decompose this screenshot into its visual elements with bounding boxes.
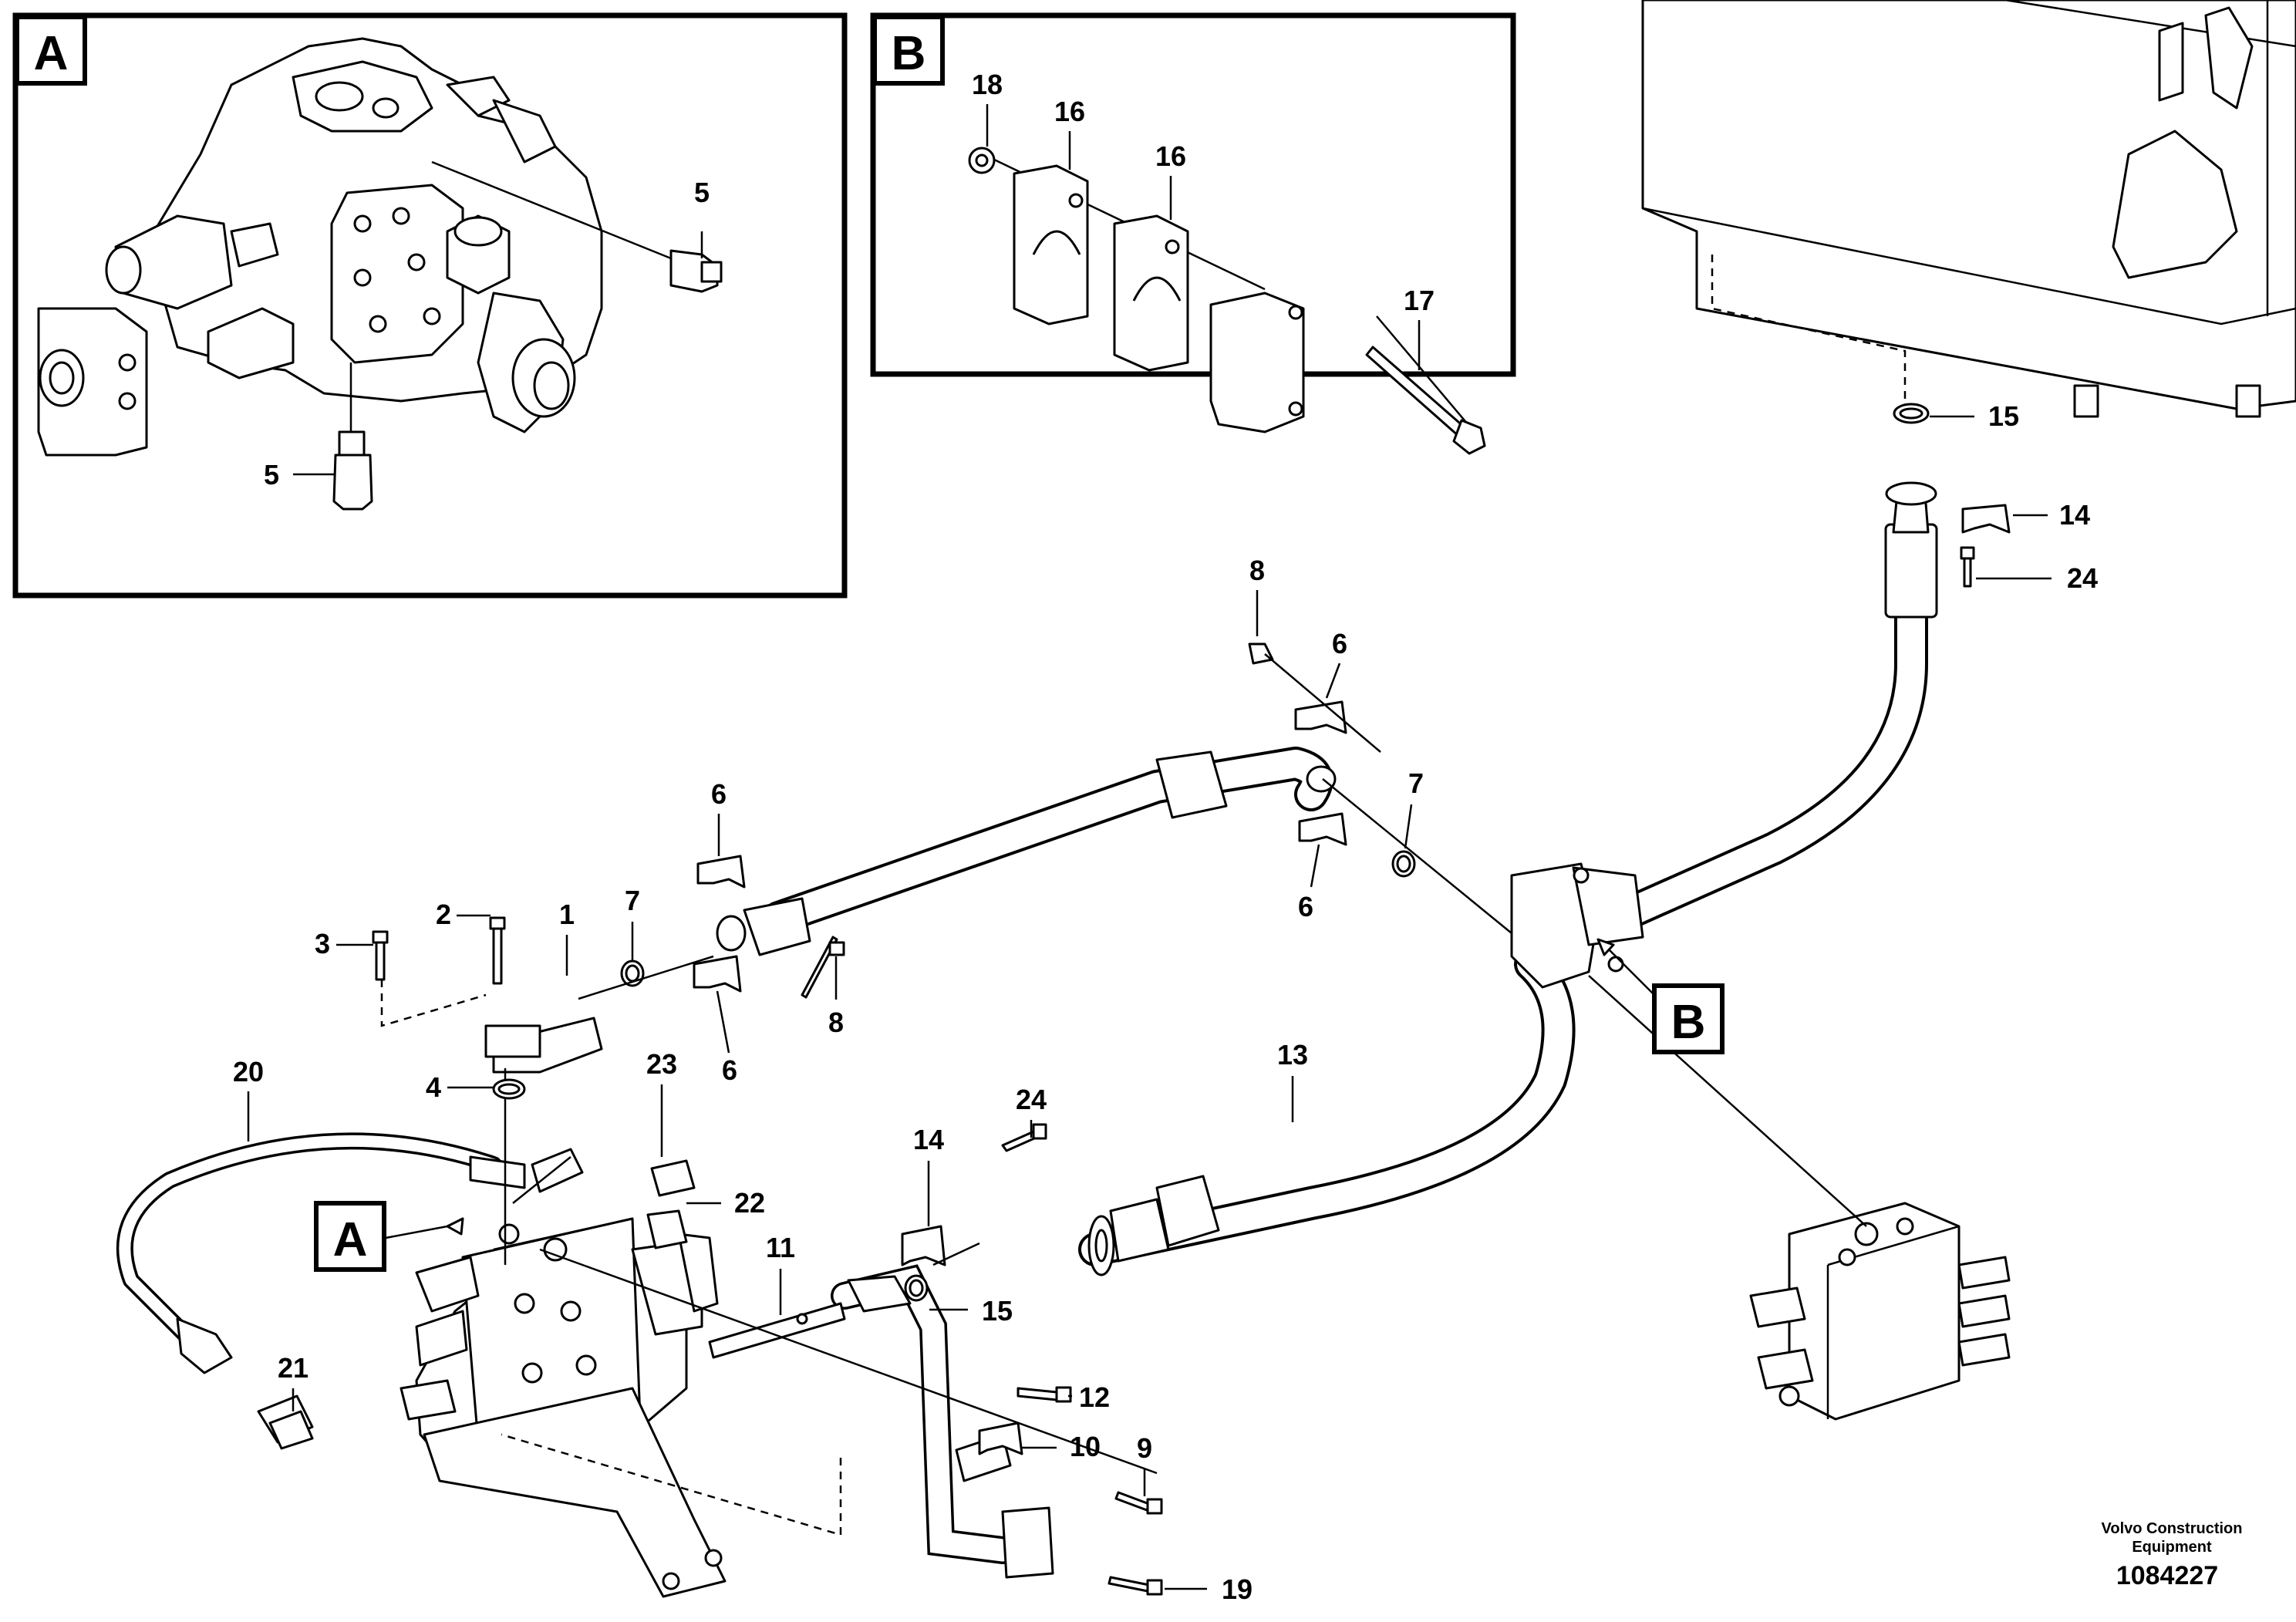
label-8a: 8 — [828, 1007, 844, 1038]
o-rings — [492, 403, 1930, 1302]
label-19: 19 — [1222, 1573, 1253, 1605]
label-15b: 15 — [1988, 400, 2019, 432]
label-9: 9 — [1137, 1432, 1152, 1464]
label-6d: 6 — [1298, 891, 1313, 922]
tube-leader — [501, 1433, 842, 1536]
suction-tube — [708, 1264, 1054, 1579]
label-6c: 6 — [1332, 628, 1347, 659]
label-10: 10 — [1070, 1431, 1101, 1462]
label-2: 2 — [436, 899, 451, 930]
label-24a: 24 — [1016, 1084, 1047, 1115]
callout-b-tag: B — [1671, 996, 1706, 1049]
label-6b: 6 — [722, 1054, 737, 1086]
upper-return-hose — [716, 747, 1337, 956]
inset-a-tag: A — [34, 27, 69, 80]
label-5-upper: 5 — [694, 177, 710, 208]
inset-a-frame: A — [12, 12, 848, 599]
label-8b: 8 — [1249, 555, 1265, 586]
label-7a: 7 — [625, 885, 640, 916]
document-number: 1084227 — [2116, 1561, 2218, 1590]
credit-line-2: Equipment — [2132, 1539, 2212, 1556]
control-valve-drawing — [1749, 1202, 2011, 1421]
hydraulic-tank-drawing — [1641, 0, 2296, 418]
flange-leader — [380, 980, 487, 1027]
pump-valve-body-drawing — [37, 37, 603, 457]
clamp-halves — [693, 504, 2011, 1455]
label-16-right: 16 — [1155, 140, 1186, 172]
label-22: 22 — [734, 1187, 765, 1219]
label-5-lower: 5 — [264, 459, 279, 491]
label-11: 11 — [766, 1232, 795, 1263]
hose-clamp-parts — [968, 147, 1486, 455]
label-20: 20 — [233, 1056, 264, 1088]
pressure-sensor-5-upper — [431, 160, 723, 293]
main-suction-hose — [1078, 481, 1938, 1276]
callout-b: B — [1596, 938, 1725, 1054]
label-12: 12 — [1079, 1381, 1110, 1413]
label-6a: 6 — [711, 778, 727, 810]
label-13: 13 — [1277, 1039, 1308, 1071]
label-7b: 7 — [1408, 767, 1424, 799]
valve-leader — [1588, 975, 1867, 1227]
credit-line-1: Volvo Construction — [2102, 1520, 2243, 1537]
callout-a: A — [314, 1201, 464, 1272]
label-21: 21 — [278, 1352, 308, 1384]
label-14b: 14 — [2059, 499, 2090, 531]
pump-bolt-leader — [539, 1248, 1158, 1475]
inset-b-tag: B — [892, 27, 926, 80]
label-1: 1 — [559, 899, 575, 930]
label-14a: 14 — [913, 1124, 944, 1155]
inset-b-frame: B — [870, 12, 1516, 377]
bolts — [372, 546, 1975, 1596]
main-pump-drawing — [400, 1017, 727, 1598]
part-number-labels: 1 2 3 4 6 6 6 6 7 7 8 8 9 10 11 12 13 14 — [233, 400, 2098, 1605]
label-23: 23 — [646, 1048, 677, 1080]
label-3: 3 — [315, 928, 330, 959]
label-4: 4 — [426, 1071, 441, 1103]
label-18: 18 — [972, 69, 1003, 100]
label-17: 17 — [1404, 285, 1435, 316]
callout-a-tag: A — [333, 1213, 368, 1266]
label-24b: 24 — [2067, 562, 2098, 594]
assembly-leaders — [512, 653, 1512, 1266]
publisher-credit: Volvo Construction Equipment 1084227 — [2102, 1520, 2243, 1590]
label-15a: 15 — [982, 1295, 1013, 1327]
fittings — [268, 1159, 696, 1450]
pressure-sensor-5-lower — [293, 363, 373, 511]
label-16-left: 16 — [1054, 96, 1085, 127]
